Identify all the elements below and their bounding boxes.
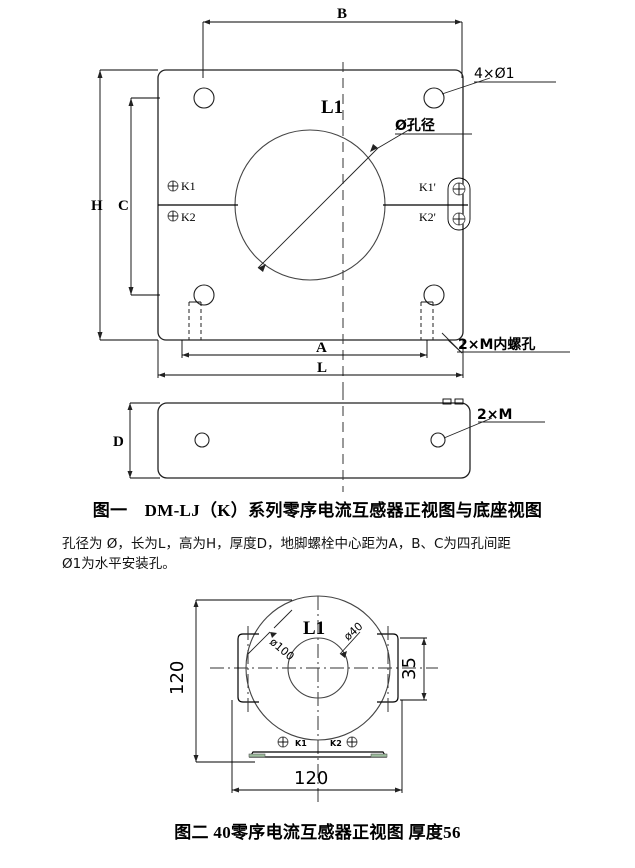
figure-two-front-view: L1 120 120 ø100 ø40 35 K1 K2: [167, 595, 438, 805]
figure-one-front-view: L1 B H C A L K1 K2 K1' K2' 4×Ø1 Ø孔径 2×M内…: [91, 6, 570, 390]
mount-hole-top-right: [423, 87, 445, 109]
fig2-label-inner-dia: ø40: [341, 620, 365, 644]
terminal-screw-K1: [167, 180, 179, 192]
fig2-dimension-width: [231, 700, 403, 793]
label-2xM-threaded: 2×M内螺孔: [458, 336, 535, 353]
fig2-dimension-tab: [400, 637, 427, 701]
dimension-B: [202, 19, 463, 78]
fig2-label-K1: K1: [295, 739, 307, 748]
fig2-terminal-K1: [277, 736, 289, 748]
fig2-label-tab: 35: [399, 657, 420, 680]
fig2-inner-bore: [287, 637, 349, 699]
center-bore: [234, 129, 386, 281]
fig2-dimension-height: [193, 599, 292, 763]
base-thread-marks: [442, 398, 464, 405]
fig2-label-K2: K2: [330, 739, 342, 748]
leader-corner-holes: [441, 77, 556, 95]
base-hole-right: [430, 432, 446, 448]
bore-diameter-leader: [257, 147, 379, 269]
fig2-label-outer-dia: ø100: [267, 635, 297, 663]
fig2-label-width: 120: [294, 768, 328, 789]
terminal-screw-K2: [167, 210, 179, 222]
label-2xM: 2×M: [477, 407, 512, 423]
label-dim-B: B: [337, 6, 347, 22]
fig2-leader-phi40: [339, 631, 361, 658]
label-dim-D: D: [113, 434, 124, 450]
fig2-label-L1: L1: [303, 618, 325, 639]
fig2-leader-phi100: [247, 609, 293, 655]
label-4x-phi1: 4×Ø1: [474, 66, 515, 82]
label-bore-diameter: Ø孔径: [395, 117, 435, 134]
label-dim-A: A: [316, 340, 327, 356]
fig2-outer-circle: [245, 595, 391, 741]
leader-threaded-holes: [441, 332, 570, 354]
figure-one-base-view: D 2×M: [113, 390, 545, 492]
dimension-D: [127, 402, 160, 479]
note-line-1: 孔径为 Ø，长为L，高为H，厚度D，地脚螺栓中心距为A，B、C为四孔间距: [62, 536, 511, 552]
figure-one-notes: 孔径为 Ø，长为L，高为H，厚度D，地脚螺栓中心距为A，B、C为四孔间距 Ø1为…: [62, 534, 574, 574]
label-K1-prime: K1': [419, 180, 436, 194]
dimension-C: [128, 97, 160, 296]
fig2-label-height: 120: [167, 661, 188, 695]
label-dim-H: H: [91, 198, 103, 214]
label-dim-L: L: [317, 360, 327, 376]
label-K2-prime: K2': [419, 210, 436, 224]
fig2-terminal-K2: [346, 736, 358, 748]
leader-base-threads: [443, 417, 545, 439]
mount-hole-top-left: [193, 87, 215, 109]
bore-leader-extension: [377, 127, 413, 149]
label-dim-C: C: [118, 198, 129, 214]
label-K1: K1: [181, 179, 196, 193]
label-K2: K2: [181, 210, 196, 224]
note-line-2: Ø1为水平安装孔。: [62, 556, 176, 572]
corner-mount-holes: [193, 87, 445, 306]
fig2-mount-tab-left: [237, 633, 259, 703]
base-view-body: [157, 402, 471, 479]
fig2-base-feet: [248, 751, 388, 758]
fig2-mount-tab-right: [377, 633, 399, 703]
base-hole-left: [194, 432, 210, 448]
figure-one-caption: 图一 DM-LJ（K）系列零序电流互感器正视图与底座视图: [92, 501, 543, 520]
figure-two-caption: 图二 40零序电流互感器正视图 厚度56: [174, 823, 461, 842]
mount-hole-bottom-left: [193, 284, 215, 306]
terminal-block-right: [447, 177, 471, 231]
threaded-hole-indicators: [188, 301, 434, 340]
label-L1-front: L1: [321, 97, 343, 118]
dimension-H: [97, 69, 158, 341]
mount-hole-bottom-right: [423, 284, 445, 306]
dimension-A: [181, 340, 428, 358]
dimension-L: [157, 340, 464, 378]
